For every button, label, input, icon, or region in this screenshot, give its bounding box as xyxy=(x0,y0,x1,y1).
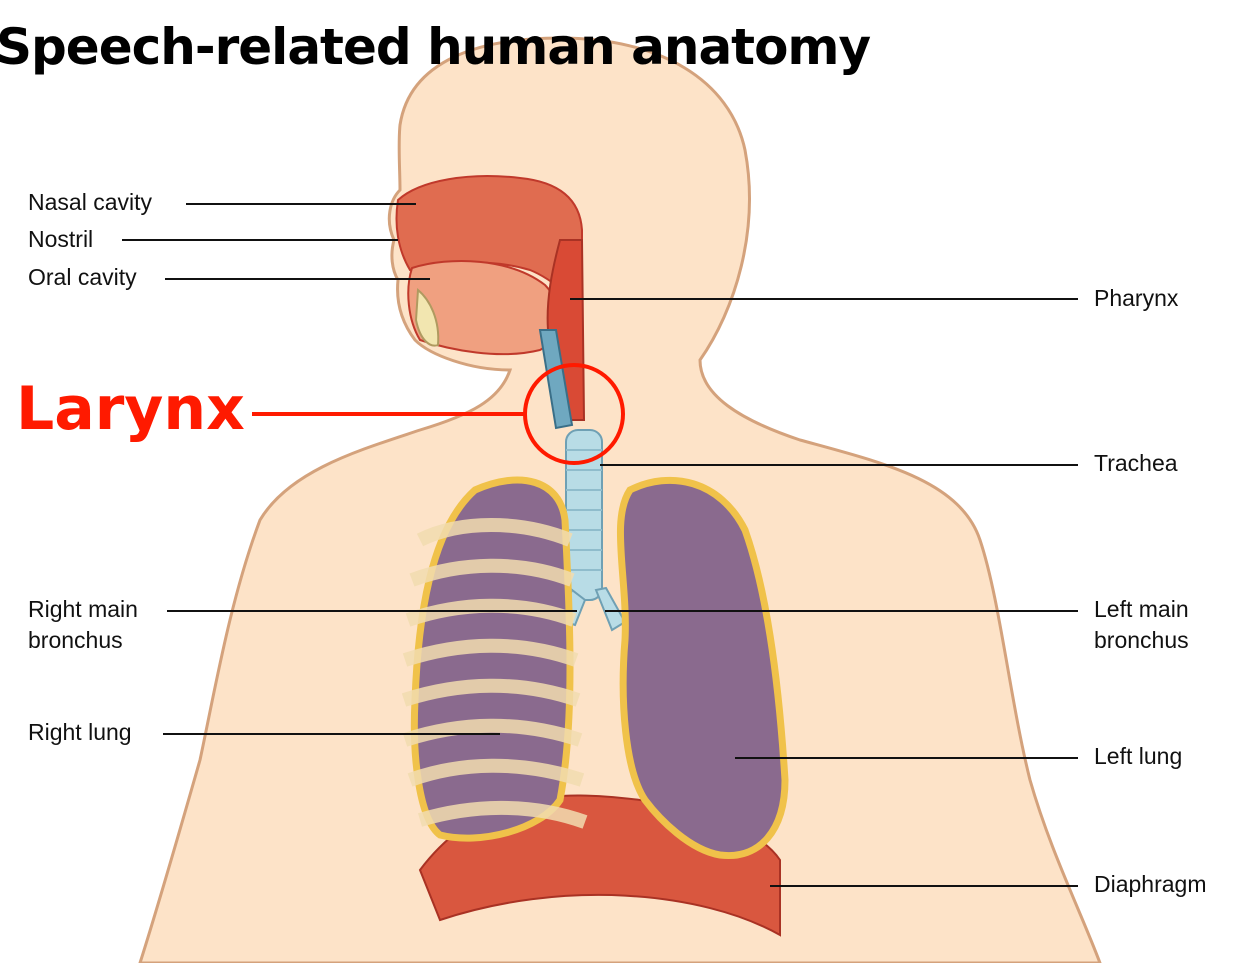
pharynx-label: Pharynx xyxy=(1094,283,1178,314)
diaphragm-label: Diaphragm xyxy=(1094,869,1207,900)
right-main-bronchus-label-line1: Right main xyxy=(28,594,138,625)
right-main-bronchus-label-line2: bronchus xyxy=(28,625,123,656)
diagram-title: Speech-related human anatomy xyxy=(0,18,870,76)
left-main-bronchus-label-line2: bronchus xyxy=(1094,625,1189,656)
nostril-label: Nostril xyxy=(28,224,93,255)
nasal-cavity-label: Nasal cavity xyxy=(28,187,152,218)
larynx-label: Larynx xyxy=(16,374,245,444)
right-lung-label: Right lung xyxy=(28,717,132,748)
trachea-label: Trachea xyxy=(1094,448,1178,479)
oral-cavity-label: Oral cavity xyxy=(28,262,137,293)
left-main-bronchus-label-line1: Left main xyxy=(1094,594,1189,625)
left-lung-label: Left lung xyxy=(1094,741,1182,772)
